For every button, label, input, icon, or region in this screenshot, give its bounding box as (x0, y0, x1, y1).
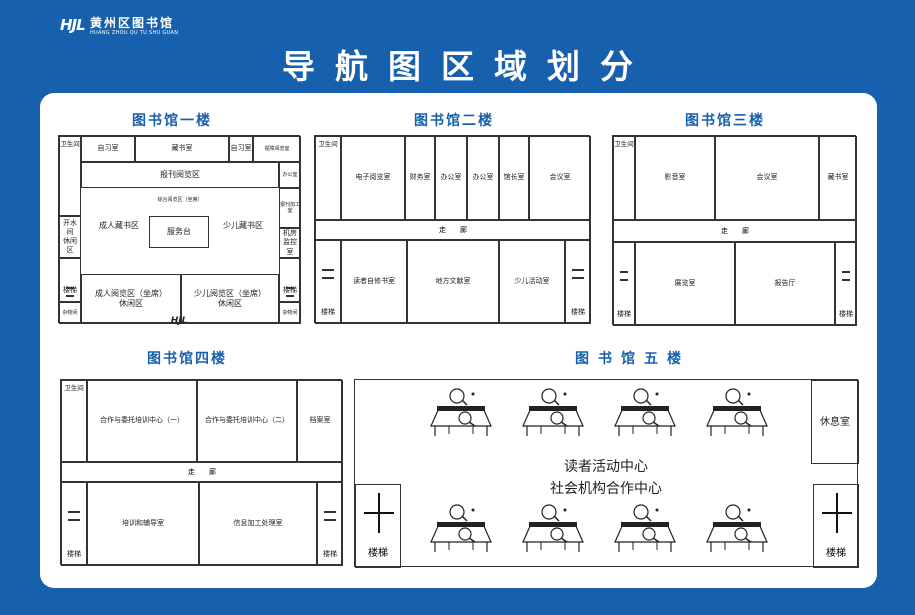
floor4-stairs-left: 楼梯 (61, 482, 87, 566)
ping-pong-table-icon (613, 502, 677, 554)
floor2-corridor: 走廊 (315, 220, 591, 240)
ping-pong-table-icon (613, 386, 677, 438)
floor5-plan: 休息室 读者活动中心 社会机构合作中心 楼梯 楼梯 (354, 379, 859, 568)
floor4-title: 图书馆四楼 (147, 351, 227, 367)
floor5-title: 图书馆五楼 (575, 351, 690, 367)
floor2-meeting-room: 会议室 (529, 136, 591, 220)
ping-pong-table-icon (429, 386, 493, 438)
floor2-children-activity-room: 少儿活动室 (499, 240, 565, 324)
floor2-stairs-right: 楼梯 (565, 240, 591, 324)
floor1-service-desk: 服务台 (149, 216, 209, 248)
floor1-adult-stack-area: 成人藏书区 (99, 220, 139, 230)
floor4-archive-room: 档案室 (297, 380, 343, 462)
floor4-plan: 卫生间 合作与委托培训中心（一） 合作与委托培训中心（二） 档案室 走廊 楼梯 … (60, 379, 343, 566)
floor4-training-center-2: 合作与委托培训中心（二） (197, 380, 297, 462)
floor-plans-panel: 图书馆一楼 卫生间 自习室 藏书室 自习室 视障阅览室 报刊阅览区 办公室 综合… (40, 93, 877, 588)
ping-pong-table-icon (429, 502, 493, 554)
logo-chinese-name: 黄州区图书馆 (90, 16, 175, 30)
floor1-machine-room-label: 机房 (283, 229, 297, 238)
floor1-office-right: 办公室 (279, 162, 301, 188)
ping-pong-table-icon (705, 386, 769, 438)
floor3-corridor: 走廊 (613, 220, 857, 242)
floor5-activity-center-label: 读者活动中心 (564, 459, 648, 475)
floor4-tutoring-room: 培训和辅导室 (87, 482, 199, 566)
floor1-children-reading-area: 少儿阅览区（坐席） 休闲区 (181, 274, 279, 324)
floor4-corridor: 走廊 (61, 462, 343, 482)
floor2-office-1: 办公室 (435, 136, 467, 220)
floor1-newspaper-processing: 报刊加工室 (279, 188, 301, 228)
floor2-office-2: 办公室 (467, 136, 499, 220)
floor3-stack-room: 藏书室 (819, 136, 857, 220)
floor2-plan: 卫生间 电子阅览室 财务室 办公室 办公室 馆长室 会议室 走廊 楼梯 读者自修… (314, 135, 591, 324)
floor1-adult-reading-area: 成人阅览区（坐席） 休闲区 (81, 274, 181, 324)
floor1-title: 图书馆一楼 (132, 113, 212, 129)
floor1-stairs-left: 楼梯 (59, 258, 81, 302)
floor3-plan: 卫生间 影音室 会议室 藏书室 走廊 楼梯 展览室 报告厅 楼梯 (612, 135, 857, 326)
floor1-toilet: 卫生间 (59, 136, 81, 216)
floor5-stairs-left-label: 楼梯 (368, 548, 388, 559)
floor1-rest-area-label: 休闲区 (63, 237, 77, 255)
floor4-stairs-right: 楼梯 (317, 482, 343, 566)
floor5-stairs-left: 楼梯 (355, 484, 401, 568)
floor1-open-area-left: 开水间 休闲区 (59, 216, 81, 258)
floor2-finance-room: 财务室 (405, 136, 435, 220)
floor1-rest-area-2-label: 休闲区 (119, 299, 143, 308)
floor3-toilet: 卫生间 (613, 136, 635, 220)
floor4-toilet: 卫生间 (61, 380, 87, 462)
ping-pong-table-icon (521, 386, 585, 438)
page-title: 导航图区域划分 (282, 47, 653, 86)
floor1-newspaper-area: 报刊阅览区 (81, 162, 279, 188)
floor1-study-room-2: 自习室 (229, 136, 253, 162)
floor3-exhibition-room: 展览室 (635, 242, 735, 326)
floor2-reserve-room: 读者自修书室 (341, 240, 407, 324)
floor3-stairs-right: 楼梯 (835, 242, 857, 326)
floor3-title: 图书馆三楼 (685, 113, 765, 129)
floor4-info-processing-room: 信息加工处理室 (199, 482, 317, 566)
logo-english-name: HUANG ZHOU QU TU SHU GUAN (90, 30, 179, 36)
floor5-stairs-right-label: 楼梯 (826, 548, 846, 559)
floor1-entrance-logo: HJL (170, 316, 188, 327)
floor1-children-stack-area: 少儿藏书区 (223, 220, 263, 230)
floor1-storage-right: 杂物间 (279, 302, 301, 324)
floor3-lecture-hall: 报告厅 (735, 242, 835, 326)
floor2-stairs-left: 楼梯 (315, 240, 341, 324)
floor3-meeting-room: 会议室 (715, 136, 819, 220)
floor1-children-reading-label: 少儿阅览区（坐席） (194, 288, 266, 298)
logo-mark: HJL (60, 16, 86, 34)
floor4-training-center-1: 合作与委托培训中心（一） (87, 380, 197, 462)
floor1-plan: 卫生间 自习室 藏书室 自习室 视障阅览室 报刊阅览区 办公室 综合阅览区（坐席… (58, 135, 301, 326)
floor3-stairs-left: 楼梯 (613, 242, 635, 326)
floor5-social-cooperation-label: 社会机构合作中心 (550, 481, 662, 497)
floor3-film-room: 影音室 (635, 136, 715, 220)
floor2-director-office: 馆长室 (499, 136, 529, 220)
floor5-stairs-right: 楼梯 (813, 484, 859, 568)
floor2-e-reading-room: 电子阅览室 (341, 136, 405, 220)
floor1-general-reading-label: 综合阅览区（坐席） (157, 196, 203, 203)
floor5-rest-room: 休息室 (811, 380, 859, 464)
ping-pong-table-icon (705, 502, 769, 554)
floor5-stairs-right-icon (822, 493, 852, 533)
floor1-study-room-1: 自习室 (81, 136, 135, 162)
floor1-adult-reading-label: 成人阅览区（坐席） (95, 288, 167, 298)
floor1-monitor-room-label: 监控室 (283, 238, 297, 256)
floor2-local-documents-room: 地方文献室 (407, 240, 499, 324)
floor1-storage-left: 杂物间 (59, 302, 81, 324)
floor2-title: 图书馆二楼 (414, 113, 494, 129)
floor1-rest-area-3-label: 休闲区 (218, 299, 242, 308)
floor1-visually-impaired-room: 视障阅览室 (253, 136, 301, 162)
floor1-stack-room: 藏书室 (135, 136, 229, 162)
floor2-toilet: 卫生间 (315, 136, 341, 220)
floor1-machine-room: 机房 监控室 (279, 228, 301, 258)
ping-pong-table-icon (521, 502, 585, 554)
floor1-boiler-room-label: 开水间 (63, 218, 77, 236)
floor5-stairs-left-icon (364, 493, 394, 533)
floor1-stairs-right: 楼梯 (279, 258, 301, 302)
